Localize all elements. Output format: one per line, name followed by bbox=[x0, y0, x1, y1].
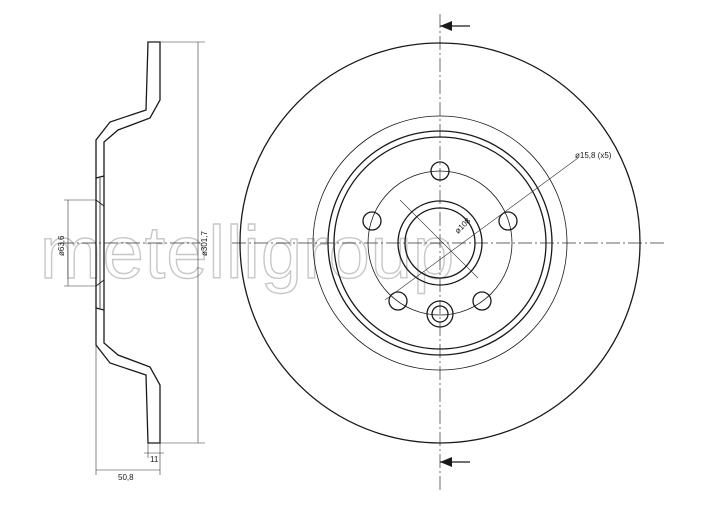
bolt-hole-1 bbox=[430, 161, 450, 181]
bolt-hole-4 bbox=[388, 291, 408, 311]
section-marker-top bbox=[440, 21, 470, 31]
total-height-label: 50,8 bbox=[118, 473, 134, 482]
outer-edge-ring bbox=[239, 42, 641, 444]
bolt-hole-5 bbox=[362, 211, 382, 231]
center-bore-outer bbox=[397, 200, 483, 286]
section-profile-top bbox=[95, 41, 161, 179]
chamfer-a bbox=[95, 199, 105, 207]
friction-ring-inner bbox=[312, 115, 568, 371]
bolt-holes bbox=[362, 161, 518, 328]
hat-step-ring bbox=[333, 136, 547, 350]
outer-diameter-label: ø301,7 bbox=[200, 231, 209, 256]
chamfer-b bbox=[95, 279, 105, 287]
highlight-hole-inner bbox=[431, 305, 449, 323]
bolt-hole-label: ø15,8 (x5) bbox=[575, 151, 612, 160]
watermark-logo: metelligroup bbox=[40, 211, 455, 294]
hub-bore-label: ø63,6 bbox=[57, 235, 66, 256]
center-bore-inner bbox=[404, 207, 476, 279]
bolt-hole-3 bbox=[472, 291, 492, 311]
bolt-hole-leader bbox=[384, 157, 579, 301]
bolt-circle bbox=[367, 170, 513, 316]
highlight-hole-outer bbox=[426, 300, 454, 328]
bolt-circle-leader bbox=[399, 199, 479, 279]
section-profile-bottom bbox=[95, 307, 161, 444]
hat-outer-ring bbox=[327, 130, 553, 356]
disc-thickness-label: 11 bbox=[150, 455, 159, 464]
side-section-view: ø301,7 ø63,6 50,8 11 bbox=[57, 41, 209, 482]
section-marker-bottom bbox=[440, 457, 470, 467]
bolt-hole-2 bbox=[498, 211, 518, 231]
